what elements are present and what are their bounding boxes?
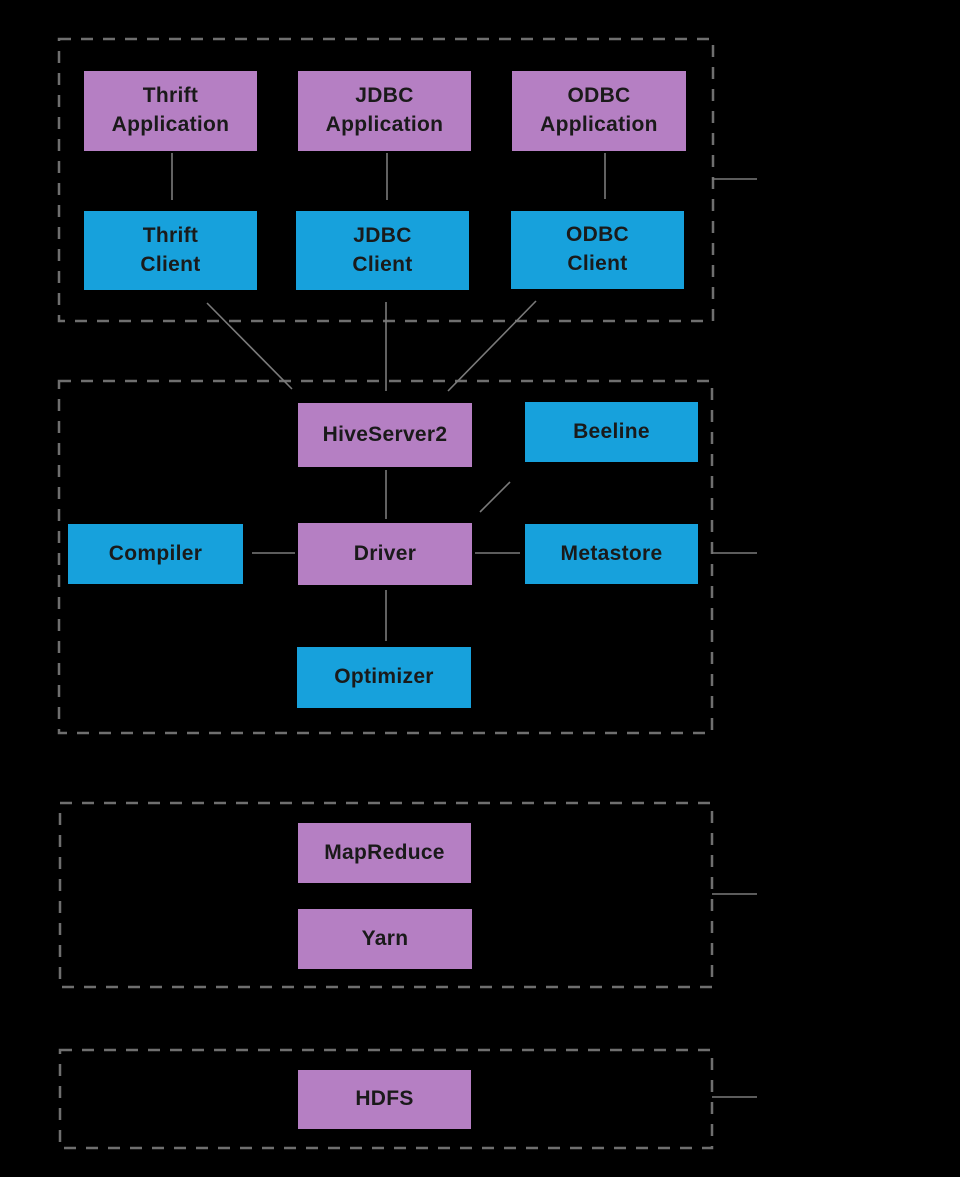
node-compiler: Compiler: [68, 524, 243, 584]
node-odbc-client-label: ODBC Client: [565, 223, 630, 275]
node-thrift-client: Thrift Client: [84, 211, 257, 290]
node-metastore-label: Metastore: [560, 541, 663, 565]
node-optimizer: Optimizer: [297, 647, 471, 708]
node-yarn-label: Yarn: [361, 926, 409, 950]
edge-beeline-to-driver: [479, 481, 511, 513]
node-driver-label: Driver: [353, 541, 417, 565]
node-hiveserver2-label: HiveServer2: [322, 422, 448, 446]
node-metastore: Metastore: [525, 524, 698, 584]
edge-odbc-client-to-hiveserver2: [447, 300, 537, 392]
node-odbc-application-label: ODBC Application: [540, 84, 658, 136]
edge-thrift-client-to-hiveserver2: [206, 302, 293, 390]
node-jdbc-client: JDBC Client: [296, 211, 469, 290]
node-compiler-label: Compiler: [108, 541, 203, 565]
node-mapreduce: MapReduce: [298, 823, 471, 883]
node-jdbc-application-label: JDBC Application: [325, 84, 444, 136]
node-thrift-application: Thrift Application: [84, 71, 257, 151]
node-mapreduce-label: MapReduce: [324, 840, 445, 864]
node-hdfs: HDFS: [298, 1070, 471, 1129]
group-hive-services-border: [57, 379, 714, 735]
node-odbc-application: ODBC Application: [512, 71, 686, 151]
node-beeline: Beeline: [525, 402, 698, 462]
node-yarn: Yarn: [298, 909, 472, 969]
node-driver: Driver: [298, 523, 472, 585]
node-thrift-client-label: Thrift Client: [140, 223, 201, 276]
node-jdbc-application: JDBC Application: [298, 71, 471, 151]
node-optimizer-label: Optimizer: [334, 665, 434, 689]
node-hdfs-label: HDFS: [355, 1087, 414, 1111]
node-jdbc-client-label: JDBC Client: [352, 223, 413, 276]
node-thrift-application-label: Thrift Application: [111, 84, 230, 136]
node-beeline-label: Beeline: [573, 419, 650, 443]
node-odbc-client: ODBC Client: [511, 211, 684, 289]
node-hiveserver2: HiveServer2: [298, 403, 472, 467]
